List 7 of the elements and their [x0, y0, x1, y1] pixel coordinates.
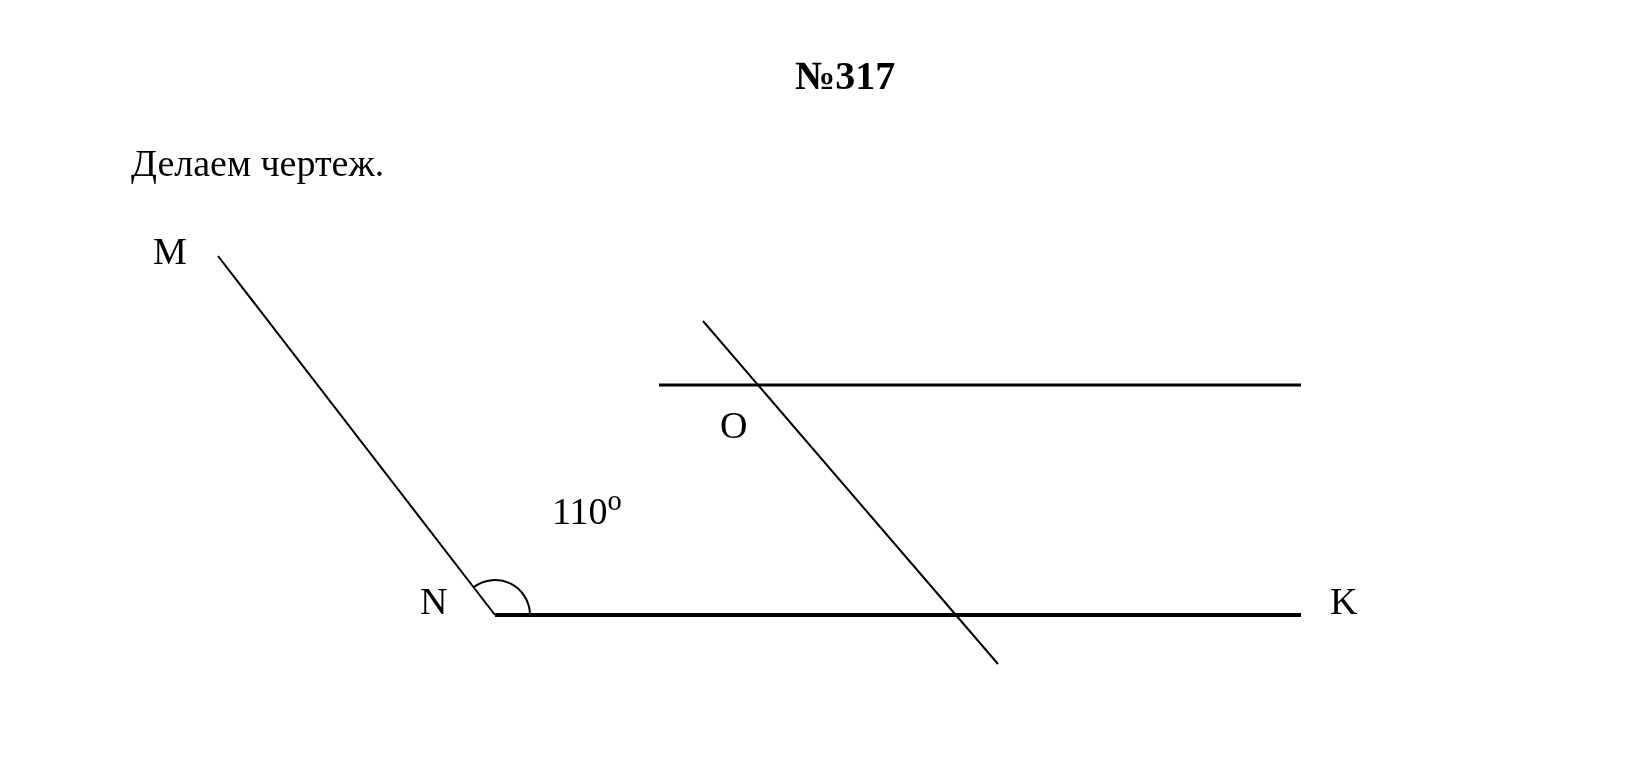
angle-label: 110$^{o}$ [552, 492, 622, 530]
point-label: O [720, 406, 748, 444]
point-label: N [420, 582, 448, 620]
point-label: M [153, 232, 187, 270]
title: №317 [795, 56, 896, 96]
instruction-text: Делаем чертеж. [131, 144, 385, 182]
point-label: K [1330, 582, 1358, 620]
